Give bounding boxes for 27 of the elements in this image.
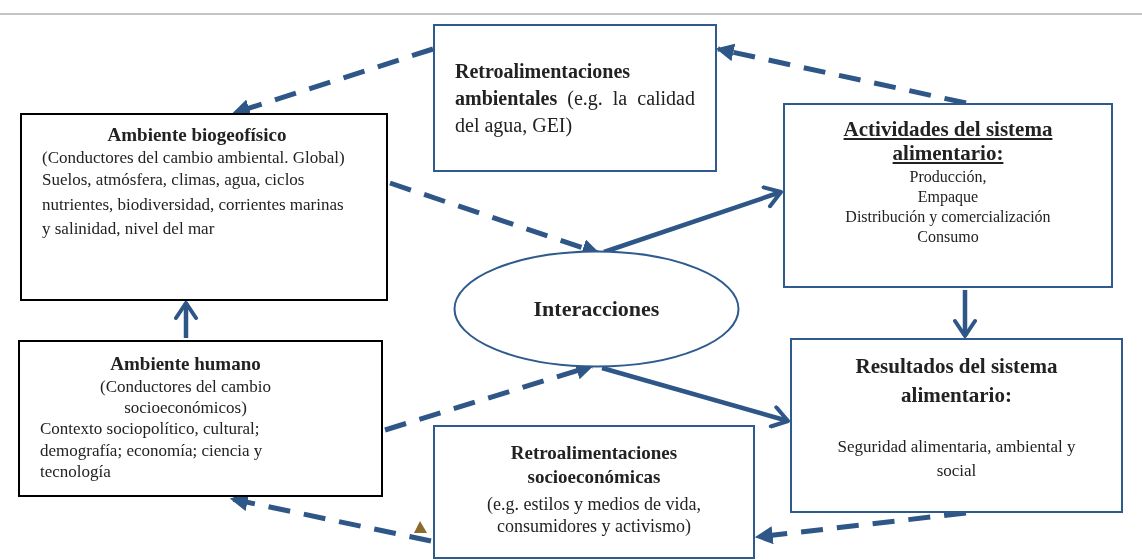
description-text: Retroalimentaciones ambientales (e.g. la calidad del agua, GEI) xyxy=(455,58,695,139)
description-text: Suelos, atmósfera, climas, agua, ciclos nutrientes, biodiversidad, corrientes marinas y salinidad, nivel del mar xyxy=(42,169,345,241)
box-title: Ambiente humano xyxy=(109,352,262,376)
box-title: Actividades del sistema alimentario: xyxy=(842,117,1054,166)
process-box xyxy=(433,425,755,559)
process-box xyxy=(790,338,1123,513)
ellipse-label: Interacciones xyxy=(532,295,661,323)
box-title: Retroalimentaciones socioeconómicas xyxy=(509,441,679,489)
description-text: Contexto sociopolítico, cultural; demografía; economía; ciencia y tecnología xyxy=(40,418,264,482)
box-title: Resultados del sistema alimentario: xyxy=(854,353,1059,410)
list-item: Consumo xyxy=(916,227,980,248)
description-text: Seguridad alimentaria, ambiental y social xyxy=(836,435,1077,482)
arrow xyxy=(953,290,977,338)
subtitle-text: (Conductores del cambio socioeconómicos) xyxy=(99,375,272,419)
description-text: (e.g. estilos y medios de vida, consumidores y activismo) xyxy=(486,492,702,538)
list-item: Producción, xyxy=(908,167,988,188)
arrow xyxy=(174,301,198,338)
arrow xyxy=(601,365,790,429)
process-box xyxy=(433,24,717,172)
process-box xyxy=(18,340,383,497)
list-item: Empaque xyxy=(916,187,980,208)
list-item: Distribución y comercialización xyxy=(844,207,1052,228)
process-box xyxy=(20,113,388,301)
subtitle-text: (Conductores del cambio ambiental. Global) xyxy=(42,146,346,168)
process-box xyxy=(783,103,1113,288)
box-title: Ambiente biogeofísico xyxy=(106,123,288,147)
interaction-ellipse xyxy=(453,250,740,368)
